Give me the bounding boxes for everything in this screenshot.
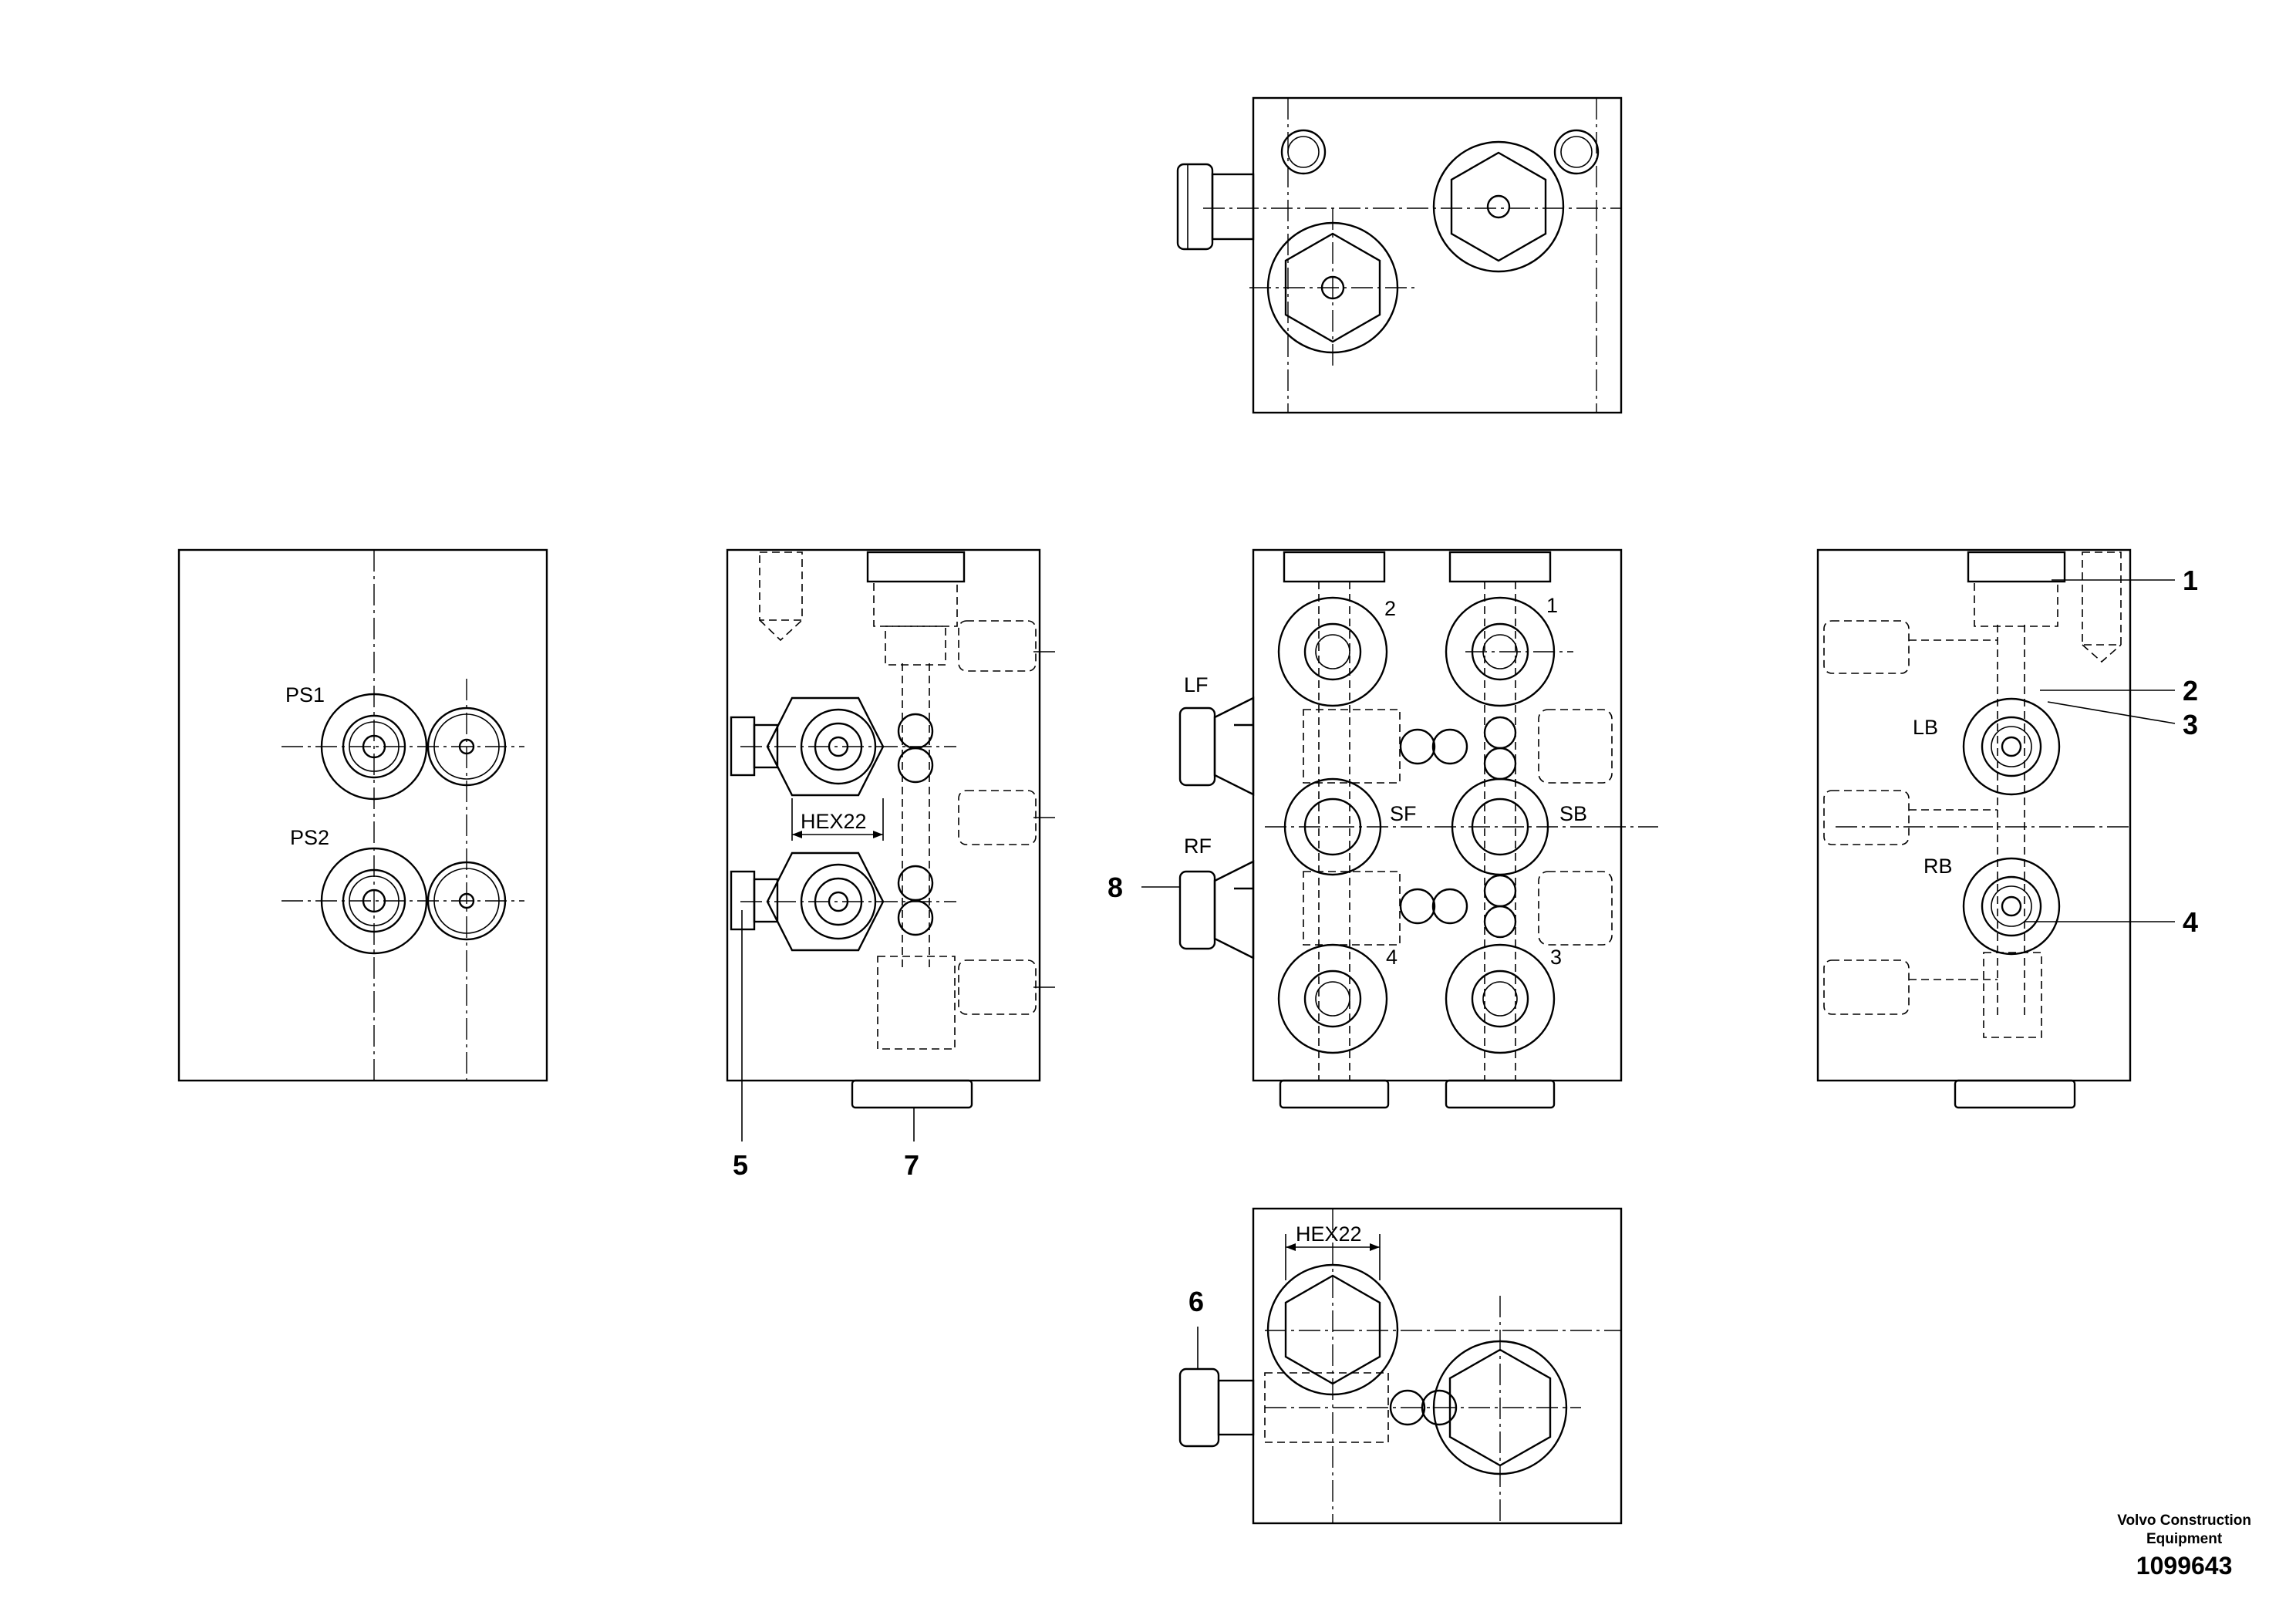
valve-number-2: 2 (1384, 597, 1396, 620)
port-label-ps1: PS1 (285, 683, 325, 706)
caption-company: Volvo Construction (2117, 1512, 2251, 1529)
caption-company-line2: Equipment (2146, 1531, 2223, 1547)
port-label-ps2: PS2 (290, 826, 329, 849)
port-label-sb: SB (1559, 802, 1587, 825)
section-view-center (1141, 548, 1658, 1109)
side-view-ps (177, 548, 548, 1082)
drawing-caption: Volvo Construction Equipment 1099643 (2117, 1512, 2251, 1580)
callout-2: 2 (2183, 675, 2198, 706)
section-view-right (1816, 548, 2176, 1109)
port-label-lf: LF (1184, 673, 1209, 696)
section-view-left (726, 548, 1057, 1141)
hex-label-bottom: HEX22 (1296, 1222, 1362, 1246)
valve-number-4: 4 (1386, 946, 1397, 969)
callout-1: 1 (2183, 565, 2198, 596)
callout-7: 7 (904, 1149, 919, 1181)
callout-3: 3 (2183, 709, 2198, 740)
bottom-view (1178, 1207, 1623, 1525)
port-label-lb: LB (1913, 716, 1938, 739)
port-label-rf: RF (1184, 835, 1212, 858)
callout-4: 4 (2183, 906, 2198, 938)
valve-number-3: 3 (1550, 946, 1562, 969)
callout-5: 5 (733, 1149, 748, 1181)
drawing-number: 1099643 (2136, 1552, 2233, 1580)
port-label-rb: RB (1923, 855, 1953, 878)
top-view (1176, 96, 1623, 414)
callout-6: 6 (1188, 1286, 1204, 1317)
port-label-sf: SF (1390, 802, 1417, 825)
valve-number-1: 1 (1546, 594, 1558, 617)
hex-label-left: HEX22 (801, 810, 867, 833)
callout-8: 8 (1108, 872, 1123, 903)
